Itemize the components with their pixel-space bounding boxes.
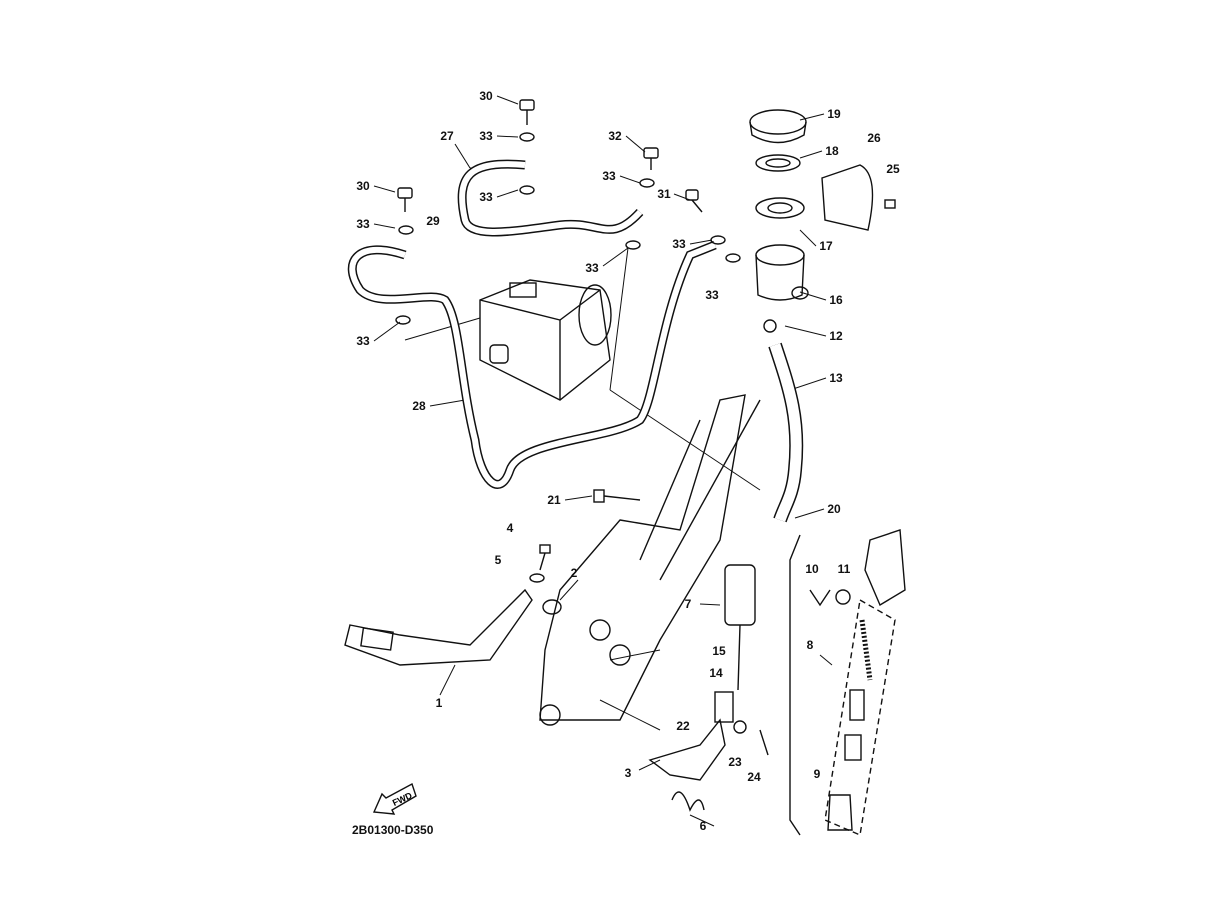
callout[interactable]: 33 [356,217,370,231]
callout[interactable]: 17 [819,239,833,253]
callout[interactable]: 21 [547,493,561,507]
callout[interactable]: 20 [827,502,841,516]
callout[interactable]: 32 [608,129,622,143]
brake-fluid-reservoir [749,109,874,333]
callout[interactable]: 11 [837,562,851,576]
callout[interactable]: 16 [829,293,843,307]
callout[interactable]: 2 [570,566,578,580]
callout[interactable]: 13 [829,371,843,385]
callout[interactable]: 15 [712,644,726,658]
callout[interactable]: 9 [813,767,821,781]
callout[interactable]: 6 [699,819,707,833]
abs-hydraulic-unit [479,279,612,401]
callout[interactable]: 27 [440,129,454,143]
brake-pedal [344,588,533,666]
callout[interactable]: 22 [676,719,690,733]
callout[interactable]: 10 [805,562,819,576]
callout[interactable]: 33 [479,129,493,143]
callout[interactable]: 25 [886,162,900,176]
callout[interactable]: 30 [479,89,493,103]
callout[interactable]: 18 [825,144,839,158]
callout[interactable]: 1 [435,696,443,710]
master-cylinder-kit [789,529,906,836]
forward-arrow-icon: FWD [372,782,417,815]
callout[interactable]: 33 [602,169,616,183]
callout[interactable]: 33 [479,190,493,204]
callout[interactable]: 5 [494,553,502,567]
washers-and-bolts [395,99,896,615]
callout[interactable]: 12 [829,329,843,343]
callout[interactable]: 29 [426,214,440,228]
diagram-code: 2B01300-D350 [352,823,434,837]
callout[interactable]: 33 [672,237,686,251]
callout[interactable]: 3 [624,766,632,780]
callout[interactable]: 30 [356,179,370,193]
footrest-bracket [539,394,761,726]
master-cylinder [648,564,769,812]
callout[interactable]: 7 [684,597,692,611]
brake-hoses [347,159,804,523]
callout[interactable]: 31 [657,187,671,201]
leader-lines [373,95,833,827]
callout[interactable]: 33 [356,334,370,348]
callout[interactable]: 19 [827,107,841,121]
callout[interactable]: 4 [506,521,514,535]
callout[interactable]: 23 [728,755,742,769]
callout[interactable]: 28 [412,399,426,413]
callout[interactable]: 14 [709,666,723,680]
callout[interactable]: 33 [585,261,599,275]
callout[interactable]: 8 [806,638,814,652]
callout[interactable]: 26 [867,131,881,145]
callout[interactable]: 33 [705,288,719,302]
callout[interactable]: 24 [747,770,761,784]
